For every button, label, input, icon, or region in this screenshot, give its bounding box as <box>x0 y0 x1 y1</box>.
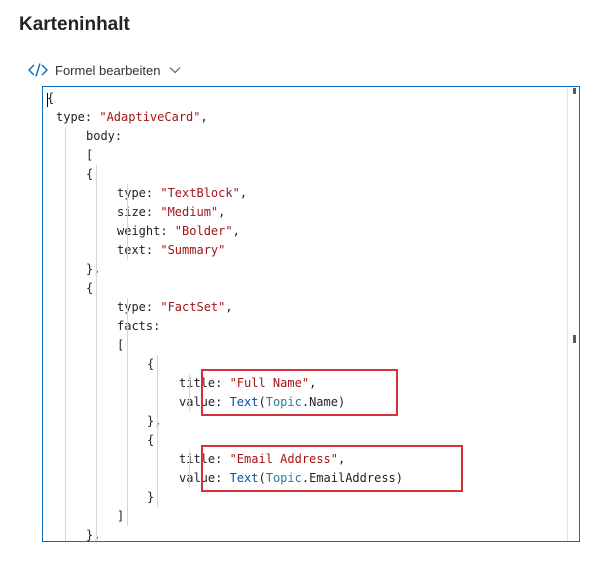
code-token: Topic <box>265 471 302 485</box>
scrollbar-marker <box>573 335 576 343</box>
code-token: { <box>47 91 55 105</box>
indent-guide <box>157 355 158 507</box>
code-token: type: <box>56 110 100 124</box>
code-line: type: "FactSet", <box>117 298 233 317</box>
code-token: } <box>147 490 155 504</box>
code-token: type: <box>117 300 161 314</box>
code-token: ( <box>258 395 266 409</box>
code-token: .EmailAddress) <box>301 471 403 485</box>
code-line: body: <box>86 127 122 146</box>
indent-guide <box>127 184 128 260</box>
code-line: { <box>47 89 54 108</box>
code-token: [ <box>117 338 125 352</box>
text-cursor <box>47 93 48 107</box>
code-line: } <box>147 488 154 507</box>
code-token: }, <box>86 262 101 276</box>
edit-formula-toggle[interactable]: Formel bearbeiten <box>28 60 181 80</box>
code-token: body: <box>86 129 123 143</box>
edit-formula-label: Formel bearbeiten <box>55 62 161 78</box>
code-line: type: "AdaptiveCard", <box>56 108 208 127</box>
code-token: [ <box>86 148 94 162</box>
code-token: "Bolder" <box>174 224 233 238</box>
code-token: "AdaptiveCard" <box>99 110 201 124</box>
code-token: "Medium" <box>160 205 219 219</box>
code-token: , <box>309 376 317 390</box>
code-token: , <box>337 452 346 466</box>
code-token: { <box>86 167 94 181</box>
code-token: "Summary" <box>160 243 226 257</box>
code-line: type: "TextBlock", <box>117 184 247 203</box>
code-token: "Email Address" <box>229 452 338 466</box>
code-token: facts: <box>117 319 161 333</box>
code-token: type: <box>117 186 161 200</box>
code-line: weight: "Bolder", <box>117 222 240 241</box>
code-line: }, <box>86 260 100 279</box>
code-line: { <box>147 355 154 374</box>
code-token: "Full Name" <box>229 376 310 390</box>
code-token: { <box>147 433 155 447</box>
code-token: , <box>239 186 248 200</box>
indent-guide <box>189 374 190 412</box>
code-token: }, <box>147 414 162 428</box>
code-line: text: "Summary" <box>117 241 225 260</box>
code-token: size: <box>117 205 161 219</box>
code-line: { <box>86 279 93 298</box>
code-token: ( <box>258 471 266 485</box>
code-line: { <box>86 165 93 184</box>
code-line: [ <box>86 146 93 165</box>
code-token: , <box>225 300 233 314</box>
code-icon <box>28 63 48 77</box>
indent-guide <box>189 450 190 488</box>
code-token: ] <box>117 509 125 523</box>
formula-code-editor[interactable]: {type: "AdaptiveCard",body:[{type: "Text… <box>42 86 580 542</box>
indent-guide <box>65 127 66 541</box>
code-token: { <box>86 281 94 295</box>
editor-scrollbar[interactable] <box>567 87 579 541</box>
code-line: { <box>147 431 154 450</box>
code-line: size: "Medium", <box>117 203 225 222</box>
code-token: }, <box>86 528 101 542</box>
highlight-box <box>201 445 463 492</box>
code-token: , <box>218 205 226 219</box>
code-line: facts: <box>117 317 160 336</box>
code-token: .Name) <box>301 395 346 409</box>
code-token: text: <box>117 243 161 257</box>
code-token: , <box>232 224 240 238</box>
code-token: weight: <box>117 224 175 238</box>
code-line: ] <box>117 507 124 526</box>
code-token: "FactSet" <box>160 300 226 314</box>
code-token: Text <box>229 395 259 409</box>
code-line: }, <box>86 526 101 542</box>
section-title: Karteninhalt <box>19 14 130 35</box>
code-token: , <box>200 110 208 124</box>
indent-guide <box>96 165 97 541</box>
chevron-down-icon <box>169 67 180 74</box>
code-token: Text <box>229 471 259 485</box>
highlight-box <box>201 369 398 416</box>
code-token: { <box>147 357 155 371</box>
code-area[interactable]: {type: "AdaptiveCard",body:[{type: "Text… <box>43 87 567 541</box>
code-line: }, <box>147 412 161 431</box>
code-token: "TextBlock" <box>160 186 240 200</box>
code-line: [ <box>117 336 124 355</box>
indent-guide <box>127 298 128 526</box>
scrollbar-thumb[interactable] <box>573 88 576 94</box>
code-token: Topic <box>265 395 302 409</box>
